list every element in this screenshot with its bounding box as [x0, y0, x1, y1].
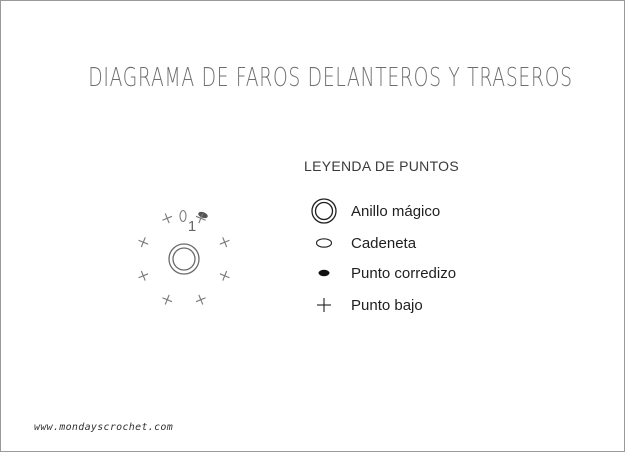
single-crochet-stitch — [219, 270, 230, 281]
single-crochet-stitch — [138, 237, 149, 248]
legend-title: LEYENDA DE PUNTOS — [304, 158, 459, 174]
slip-stitch-icon — [309, 258, 339, 288]
legend-item-chain: Cadeneta — [309, 228, 416, 258]
chain-stitch-icon — [309, 228, 339, 258]
single-crochet-stitch — [219, 237, 230, 248]
round-number-label: 1 — [188, 218, 196, 235]
legend-label: Punto bajo — [351, 296, 423, 314]
website-url: www.mondayscrochet.com — [34, 422, 174, 433]
single-crochet-icon — [309, 290, 339, 320]
legend-label: Punto corredizo — [351, 264, 457, 282]
single-crochet-stitch — [195, 213, 206, 224]
legend-label: Anillo mágico — [351, 202, 441, 220]
single-crochet-stitches — [138, 213, 230, 305]
legend-item-magic-ring: Anillo mágico — [309, 196, 440, 226]
chain-stitch-icon — [179, 209, 187, 223]
single-crochet-stitch — [195, 294, 206, 305]
single-crochet-stitch — [138, 270, 149, 281]
legend-label: Cadeneta — [351, 234, 417, 252]
crochet-chart: 1 — [138, 209, 230, 305]
legend-item-single-crochet: Punto bajo — [309, 290, 423, 320]
single-crochet-stitch — [162, 213, 173, 224]
slip-stitch-icon — [198, 211, 208, 219]
legend-item-slip-stitch: Punto corredizo — [309, 258, 456, 288]
diagram-title: DIAGRAMA DE FAROS DELANTEROS Y TRASEROS — [88, 63, 573, 93]
single-crochet-stitch — [162, 294, 173, 305]
magic-ring-icon — [168, 243, 200, 275]
magic-ring-icon — [309, 196, 339, 226]
